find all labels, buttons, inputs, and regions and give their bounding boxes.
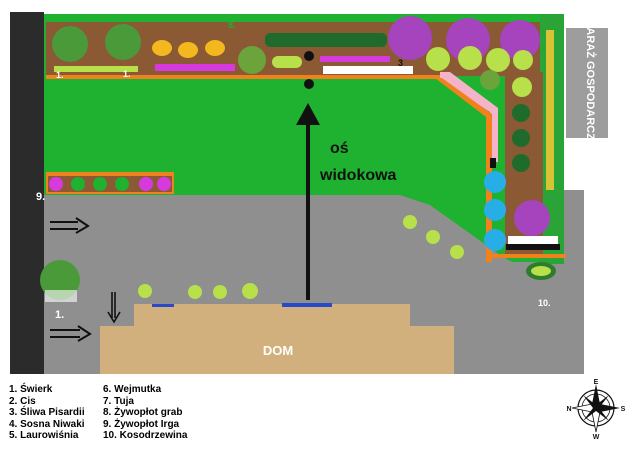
lime-shrub (426, 230, 440, 244)
flower-green (115, 177, 129, 191)
thuja (484, 229, 506, 251)
marker-10: 10. (538, 298, 551, 308)
lime-shrub (486, 48, 510, 72)
marker-8: 8. (228, 20, 236, 30)
lime-shrub (512, 77, 532, 97)
axis-point (304, 51, 314, 61)
flower-green (93, 177, 107, 191)
spruce-base (45, 290, 77, 302)
flower-magenta (139, 177, 153, 191)
lime-shrub (426, 47, 450, 71)
orange-edge-corner (488, 254, 566, 258)
garage-label: GARAŻ GOSPODARCZY (584, 19, 597, 148)
door-arrow (107, 292, 121, 324)
lawn-strip-top (46, 16, 540, 22)
legend-item: 7. Tuja (103, 395, 134, 407)
marker-3: 3 (398, 58, 403, 68)
shrub-1 (52, 26, 88, 62)
legend-right: 6. Wejmutka 7. Tuja 8. Żywopłot grab 9. … (103, 384, 187, 442)
lime-shrub (213, 285, 227, 299)
plum-tree (514, 200, 550, 236)
legend-item: 3. Śliwa Pisardii (9, 407, 85, 418)
magenta-strip-mid (320, 56, 390, 62)
yew (512, 104, 530, 122)
lime-shrubs (272, 56, 302, 68)
legend-item: 2. Cis (9, 395, 36, 407)
legend-item: 9. Żywopłot Irga (103, 418, 180, 430)
legend-left: 1. Świerk 2. Cis 3. Śliwa Pisardii 4. So… (9, 384, 85, 442)
garage-building (566, 28, 608, 138)
lime-shrub (513, 50, 533, 70)
white-bench (508, 236, 558, 244)
flower-bed-left-inner (48, 176, 172, 192)
flower-green (71, 177, 85, 191)
lime-shrub (403, 215, 417, 229)
shrub-2 (105, 24, 141, 60)
boundary-wall (10, 12, 44, 374)
lime-shrub (480, 70, 500, 90)
lime-shrub (188, 285, 202, 299)
axis-label-1: oś (330, 140, 349, 157)
axis-label-2: widokowa (319, 167, 397, 184)
plum-tree (500, 20, 540, 60)
lime-hedge-left (54, 66, 138, 72)
compass-south: S (621, 406, 626, 413)
window (282, 303, 332, 307)
lime-shrub (450, 245, 464, 259)
thuja (484, 199, 506, 221)
legend-item: 4. Sosna Niwaki (9, 418, 85, 430)
flower-magenta (49, 177, 63, 191)
flower-yellow (178, 42, 198, 58)
white-strip (323, 66, 413, 74)
legend-item: 5. Laurowiśnia (9, 430, 79, 441)
entrance-arrow (50, 217, 92, 342)
black-bench (506, 244, 560, 250)
lime-shrub (458, 46, 482, 70)
dark-post (490, 158, 496, 168)
marker-1: 1. (55, 309, 64, 321)
yew (512, 129, 530, 147)
flower-yellow (152, 40, 172, 56)
compass-north: N (566, 406, 571, 413)
axis-point (304, 79, 314, 89)
shrub-3 (238, 46, 266, 74)
window (152, 304, 174, 307)
lime-shrub (138, 284, 152, 298)
thuja (484, 171, 506, 193)
legend-item: 1. Świerk (9, 384, 53, 395)
compass-east: E (594, 379, 599, 386)
legend-item: 8. Żywopłot grab (103, 407, 183, 418)
yellow-strip (546, 30, 554, 190)
lime-shrub (242, 283, 258, 299)
view-axis-arrow (296, 103, 320, 300)
legend-item: 6. Wejmutka (103, 384, 162, 395)
house-label: DOM (263, 343, 293, 358)
flower-magenta (157, 177, 171, 191)
marker-1: 1. (56, 70, 64, 80)
compass-rose: E W N S (566, 379, 625, 441)
dark-hedge (265, 33, 387, 47)
yew (512, 154, 530, 172)
marker-9: 9. (36, 191, 45, 203)
house (100, 304, 454, 374)
magenta-bed (155, 64, 235, 71)
mugo-pine-inner (531, 266, 551, 276)
orange-edging-top (46, 75, 440, 79)
legend-item: 10. Kosodrzewina (103, 430, 188, 441)
plum-tree (388, 16, 432, 60)
marker-1: 1. (123, 69, 131, 79)
flower-yellow (205, 40, 225, 56)
compass-west: W (593, 434, 600, 441)
